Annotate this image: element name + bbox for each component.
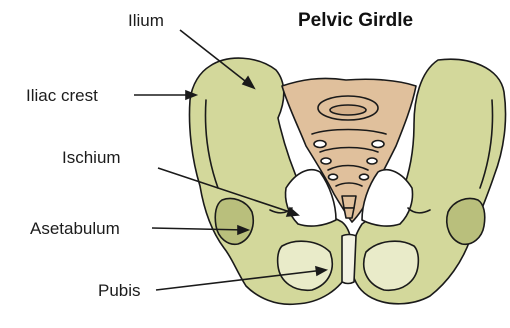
label-acetabulum: Asetabulum	[30, 219, 120, 238]
sacral-canal	[330, 105, 366, 115]
diagram-title: Pelvic Girdle	[298, 10, 413, 31]
label-iliac-crest: Iliac crest	[26, 86, 98, 105]
coccyx	[342, 196, 356, 208]
coccyx-tip	[344, 208, 354, 218]
label-ilium: Ilium	[128, 11, 164, 30]
left-acetabulum	[215, 199, 253, 245]
left-obturator-foramen	[278, 241, 333, 290]
label-ischium: Ischium	[62, 148, 121, 167]
label-pubis: Pubis	[98, 281, 141, 300]
right-acetabulum	[447, 199, 485, 245]
right-obturator-foramen	[364, 241, 419, 290]
pubic-symphysis	[342, 235, 356, 284]
